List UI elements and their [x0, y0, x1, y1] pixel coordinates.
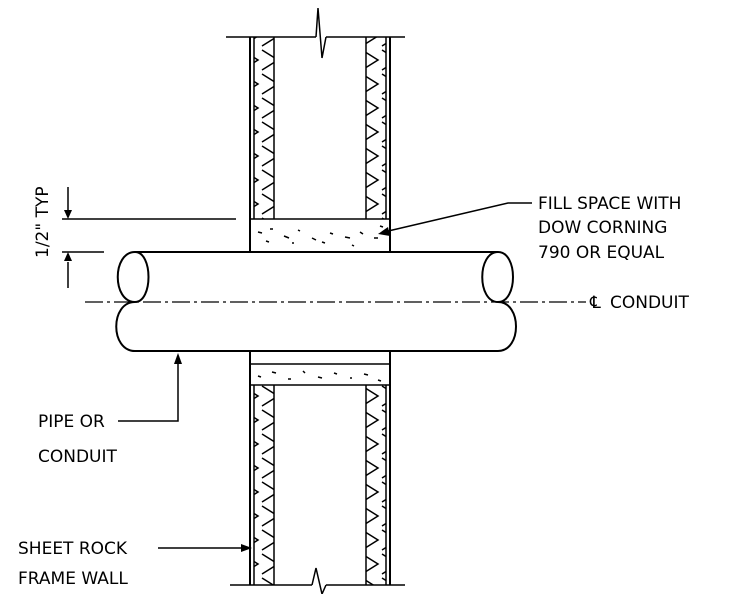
fill-space-label-line2: DOW CORNING — [538, 218, 667, 238]
fill-space-leader — [378, 202, 532, 236]
lower-fill-sealant — [250, 363, 390, 382]
centerline-conduit-label: CONDUIT — [610, 293, 690, 313]
centerline-symbol: ℄ — [589, 293, 601, 313]
pipe-conduit — [85, 251, 586, 352]
half-inch-typ-label: 1/2" TYP — [33, 186, 53, 258]
half-inch-dimension — [62, 187, 236, 288]
pipe-left-break-top-lobe — [116, 251, 150, 304]
lower-right-sheetrock-hatch — [366, 385, 386, 585]
bottom-break-symbol — [311, 567, 327, 594]
top-break-symbol — [315, 7, 327, 59]
pipe-left-break-bottom-lobe — [115, 301, 136, 352]
sheetrock-label-line1: SHEET ROCK — [18, 539, 128, 559]
upper-fill-sealant — [250, 218, 390, 247]
pipe-right-break-top-lobe — [481, 251, 514, 304]
pipe-label-line1: PIPE OR — [38, 412, 105, 432]
sheetrock-label-line2: FRAME WALL — [18, 569, 128, 589]
upper-left-sheetrock-hatch — [254, 37, 274, 219]
upper-right-sheetrock-hatch — [366, 37, 386, 219]
lower-wall — [230, 351, 405, 594]
fill-space-label-line1: FILL SPACE WITH — [538, 194, 681, 214]
sheetrock-leader — [158, 544, 252, 552]
pipe-right-break-bottom-lobe — [497, 301, 517, 352]
pipe-leader — [118, 353, 182, 422]
lower-left-sheetrock-hatch — [254, 385, 274, 585]
fill-space-label-line3: 790 OR EQUAL — [538, 243, 665, 263]
upper-wall — [226, 7, 405, 252]
pipe-label-line2: CONDUIT — [38, 447, 118, 467]
